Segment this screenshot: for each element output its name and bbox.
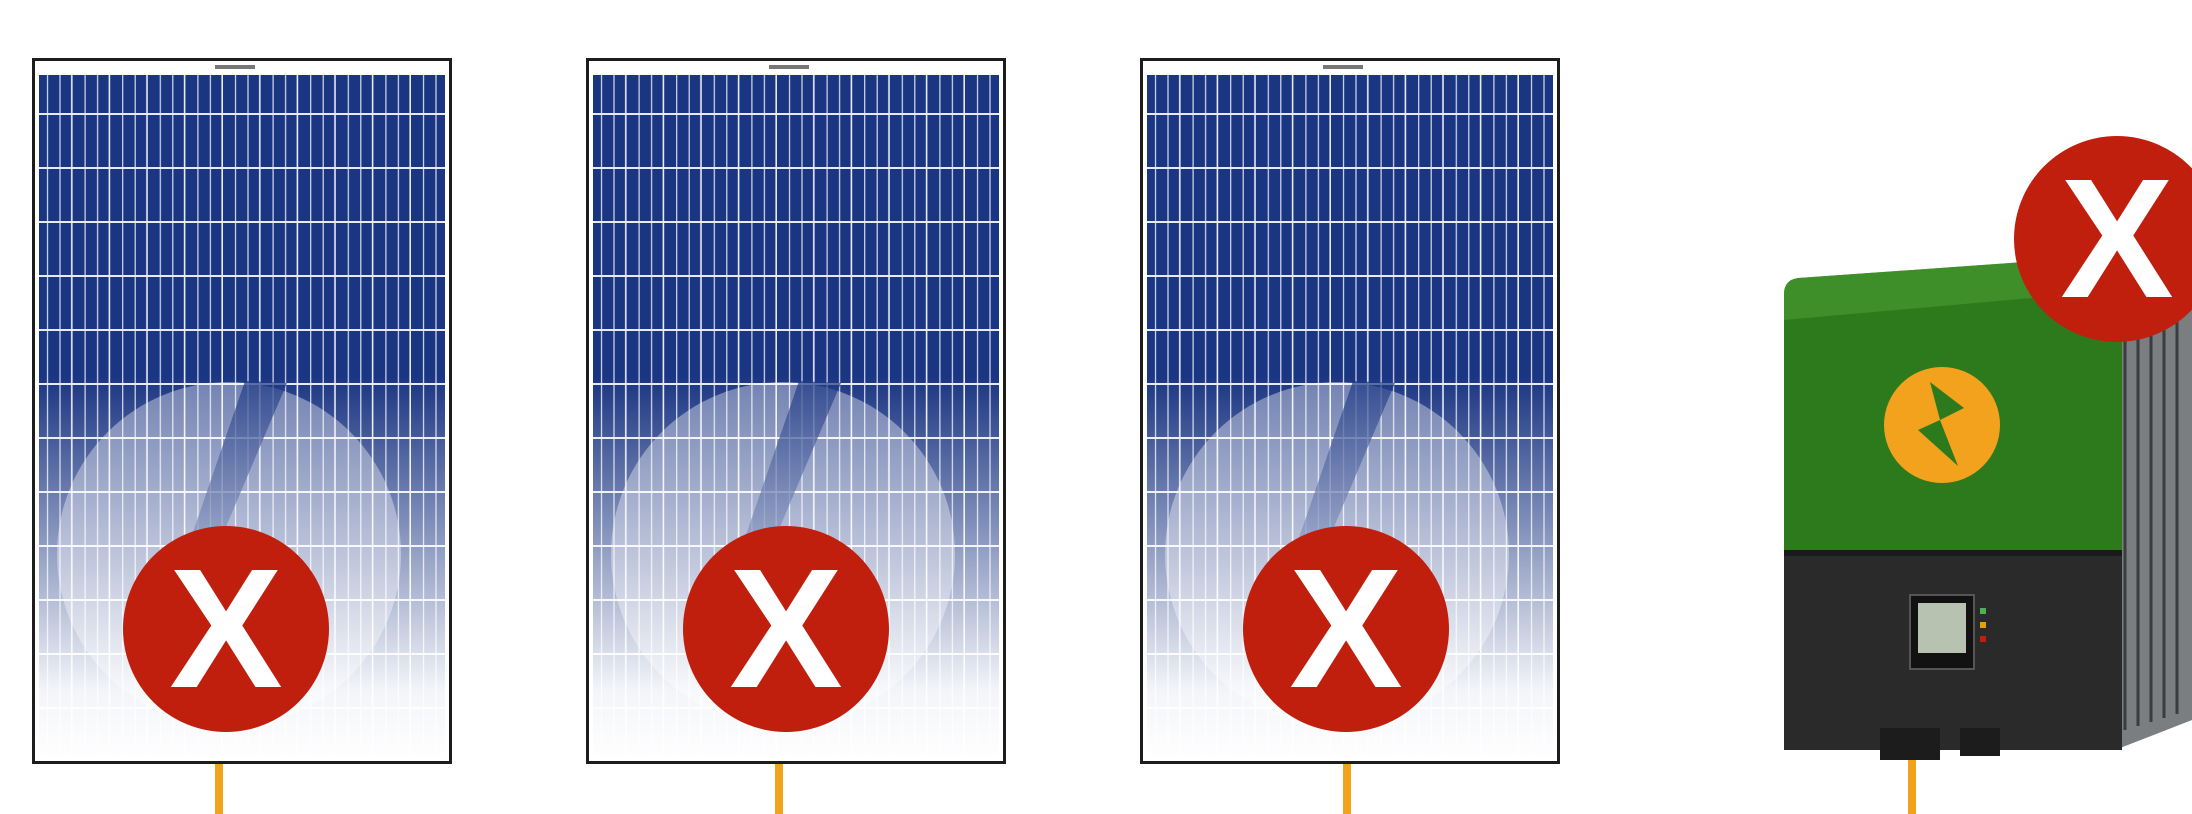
panel-3-error-badge: X [1243, 526, 1449, 732]
inverter-wire [1908, 760, 1916, 814]
inverter-error-mark: X [2060, 144, 2174, 334]
panel-1-error-badge: X [123, 526, 329, 732]
solar-panel-1 [32, 58, 452, 764]
panel-2-wire [775, 764, 783, 814]
inverter [1780, 250, 2192, 770]
panel-3-error-mark: X [1289, 534, 1403, 724]
panel-3-wire [1343, 764, 1351, 814]
panel-1-error-mark: X [169, 534, 283, 724]
panel-1-wire [215, 764, 223, 814]
panel-2-error-mark: X [729, 534, 843, 724]
solar-panel-1-graphic [35, 61, 449, 761]
inverter-graphic [1784, 255, 2192, 760]
solar-panel-2-graphic [589, 61, 1003, 761]
panel-2-error-badge: X [683, 526, 889, 732]
inverter-error-badge: X [2014, 136, 2192, 342]
bolt-logo-icon [1884, 367, 2000, 483]
